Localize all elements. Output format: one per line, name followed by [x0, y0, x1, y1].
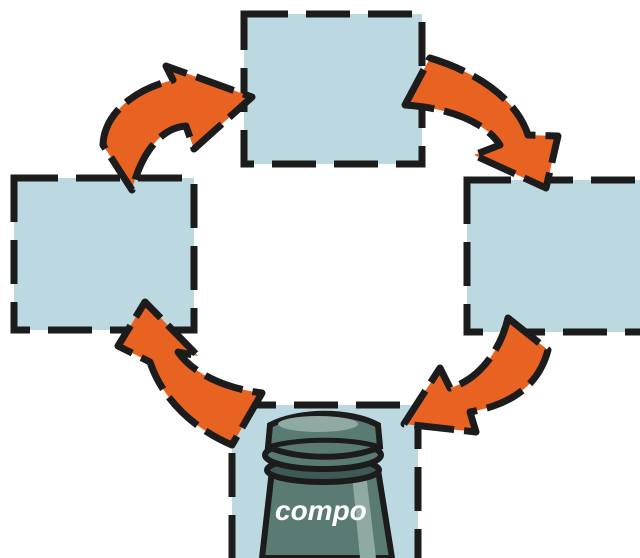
arrow-left-to-top [103, 66, 252, 190]
cycle-box-right [467, 180, 640, 332]
curved-arrow-icon [103, 66, 252, 190]
curved-arrow-icon [405, 58, 558, 188]
cycle-box-top [244, 14, 422, 164]
compost-bin-icon: compo [262, 414, 392, 558]
arrow-top-to-right [405, 58, 558, 188]
cycle-box-left [14, 178, 194, 330]
bin-label: compo [275, 495, 367, 526]
